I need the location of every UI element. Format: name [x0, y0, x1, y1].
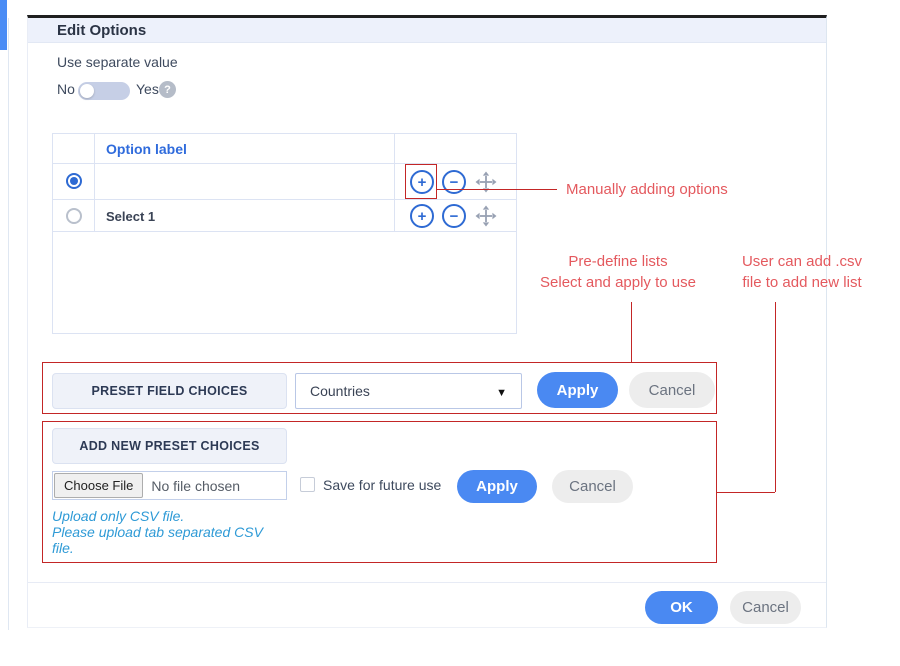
- preset-apply-button[interactable]: Apply: [537, 372, 618, 408]
- choose-file-button[interactable]: Choose File: [54, 473, 144, 498]
- remove-option-icon[interactable]: −: [442, 170, 466, 194]
- edit-options-dialog: Edit Options Use separate value No Yes ?…: [27, 15, 827, 628]
- toggle-on-label: Yes: [136, 81, 159, 97]
- option-row: Select 1 + −: [53, 200, 516, 232]
- move-option-icon[interactable]: [474, 204, 498, 228]
- question-mark-icon[interactable]: ?: [159, 81, 176, 98]
- preset-list-select[interactable]: Countries ▼: [295, 373, 522, 409]
- toggle-knob: [80, 84, 94, 98]
- preset-cancel-button[interactable]: Cancel: [629, 372, 715, 408]
- save-future-checkbox[interactable]: [300, 477, 315, 492]
- background-accent-bar: [0, 0, 7, 50]
- add-new-preset-choices-button[interactable]: ADD NEW PRESET CHOICES: [52, 428, 287, 464]
- annotation-predefine-lists: Pre-define lists Select and apply to use: [540, 253, 696, 291]
- page-title: Edit Options: [57, 22, 147, 39]
- background-divider-line: [8, 18, 9, 630]
- select-value: Countries: [310, 383, 370, 399]
- separate-value-toggle[interactable]: [78, 82, 130, 100]
- preset-field-choices-button[interactable]: PRESET FIELD CHOICES: [52, 373, 287, 409]
- upload-cancel-button[interactable]: Cancel: [552, 470, 633, 503]
- separate-value-label: Use separate value: [57, 54, 178, 70]
- footer-cancel-button[interactable]: Cancel: [730, 591, 801, 624]
- annotation-user-csv: User can add .csv file to add new list: [741, 253, 863, 291]
- background-list-icon: [0, 0, 5, 7]
- add-option-icon[interactable]: +: [410, 170, 434, 194]
- move-option-icon[interactable]: [474, 170, 498, 194]
- toggle-off-label: No: [57, 81, 75, 97]
- file-status-text: No file chosen: [151, 477, 241, 494]
- annotation-connector-csv-vertical: [775, 302, 776, 492]
- option-label-cell[interactable]: Select 1: [106, 209, 156, 224]
- table-header-row: Option label: [53, 134, 516, 164]
- option-label-column-header: Option label: [106, 141, 187, 157]
- annotation-connector-manual: [437, 189, 557, 190]
- save-future-label: Save for future use: [323, 477, 442, 493]
- footer-divider: [28, 582, 826, 583]
- options-table: Option label + −: [52, 133, 517, 334]
- upload-apply-button[interactable]: Apply: [457, 470, 537, 503]
- annotation-manual-options: Manually adding options: [566, 181, 728, 198]
- csv-file-input[interactable]: Choose File No file chosen: [52, 471, 287, 500]
- option-radio-selected[interactable]: [66, 173, 82, 189]
- dropdown-caret-icon: ▼: [496, 387, 507, 399]
- annotation-connector-csv-horizontal: [717, 492, 775, 493]
- ok-button[interactable]: OK: [645, 591, 718, 624]
- add-option-icon[interactable]: +: [410, 204, 434, 228]
- dialog-header: Edit Options: [28, 18, 826, 43]
- option-radio-unselected[interactable]: [66, 208, 82, 224]
- annotation-connector-predefine: [631, 302, 632, 362]
- csv-hint-text: Upload only CSV file. Please upload tab …: [52, 508, 263, 556]
- remove-option-icon[interactable]: −: [442, 204, 466, 228]
- option-row: + −: [53, 164, 516, 200]
